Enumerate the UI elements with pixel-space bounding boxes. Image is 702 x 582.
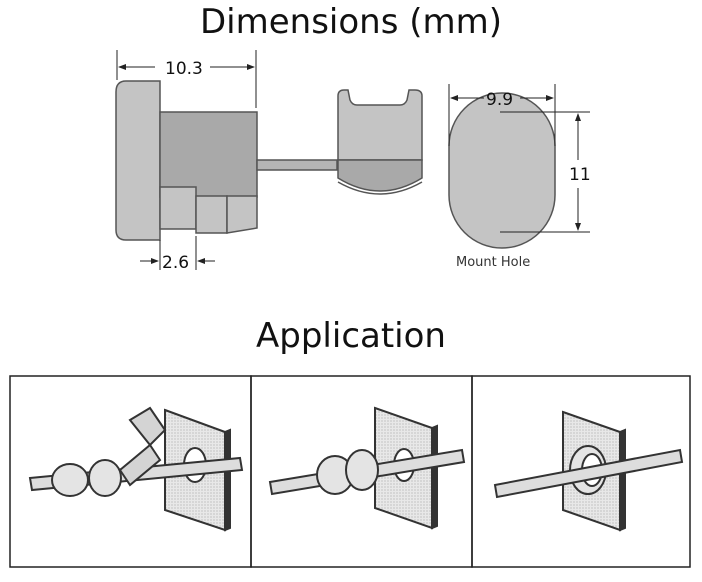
dim-hole-height: 11 xyxy=(569,165,591,185)
dim-hole-width: 9.9 xyxy=(486,90,513,110)
step-1-illustration xyxy=(28,406,244,532)
step-3-illustration xyxy=(493,410,684,532)
dim-overall-length: 10.3 xyxy=(165,59,203,79)
dimensions-title: Dimensions (mm) xyxy=(199,2,502,42)
grommet-side-view xyxy=(115,80,338,241)
application-step-3 xyxy=(471,375,691,568)
step-2-illustration xyxy=(268,406,466,530)
application-title: Application xyxy=(256,316,446,356)
mount-hole-shape xyxy=(448,92,556,249)
grommet-end-view xyxy=(337,89,423,195)
application-panels xyxy=(9,375,691,568)
dim-flange: 2.6 xyxy=(162,253,189,273)
mount-hole-label: Mount Hole xyxy=(456,255,530,270)
